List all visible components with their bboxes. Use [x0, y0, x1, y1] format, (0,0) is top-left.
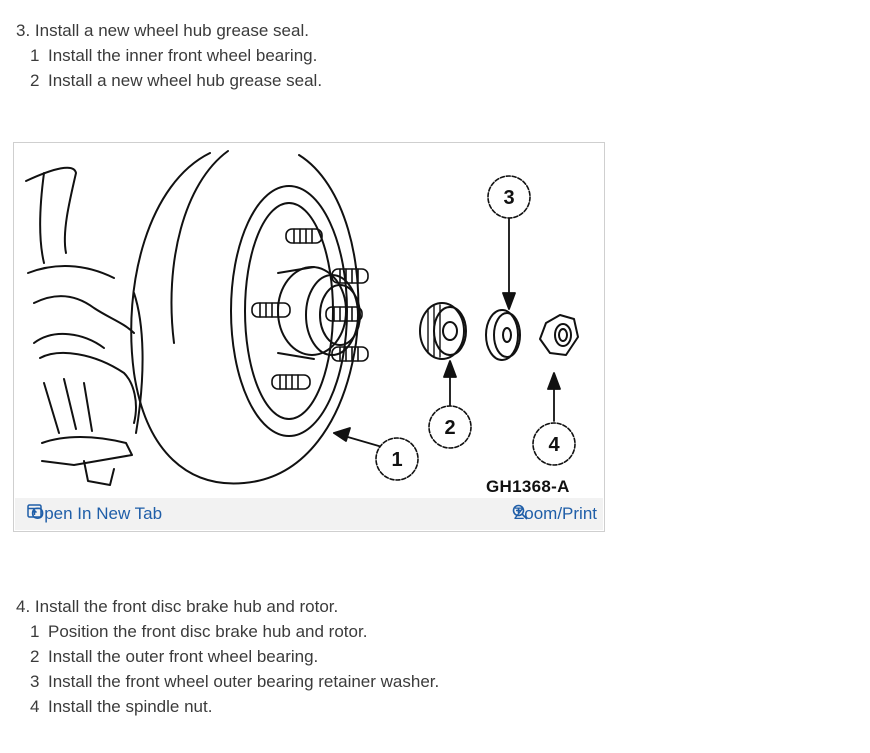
zoom-print-link[interactable]: Zoom/Print: [512, 504, 597, 524]
knuckle-drawing: [25, 166, 144, 486]
rotor-drawing: [130, 150, 360, 485]
step-3-title: 3. Install a new wheel hub grease seal.: [16, 21, 309, 40]
hub-rotor-illustration: 1 2 3 4: [25, 150, 579, 486]
wheel-studs-drawing: [251, 228, 369, 390]
outer-bearing-drawing: [419, 302, 467, 360]
zoom-print-label: Zoom/Print: [513, 504, 597, 523]
figure-card: 1 2 3 4 GH1368-A Open In New Tab: [13, 142, 605, 532]
callout-2: 2: [444, 417, 455, 439]
washer-drawing: [485, 309, 521, 361]
callout-circles: [375, 175, 576, 481]
figure-code: GH1368-A: [486, 477, 570, 496]
spindle-nut-drawing: [539, 314, 579, 356]
figure-footer: Open In New Tab Zoom/Print: [15, 498, 603, 530]
callout-3: 3: [503, 187, 514, 209]
step-4-title: 4. Install the front disc brake hub and …: [16, 597, 339, 616]
step-3: 3. Install a new wheel hub grease seal. …: [16, 18, 322, 93]
open-in-new-tab-link[interactable]: Open In New Tab: [27, 504, 162, 524]
open-in-new-tab-label: Open In New Tab: [31, 504, 163, 523]
step-4: 4. Install the front disc brake hub and …: [16, 594, 439, 719]
callout-1: 1: [391, 449, 402, 471]
callout-4: 4: [548, 434, 560, 456]
